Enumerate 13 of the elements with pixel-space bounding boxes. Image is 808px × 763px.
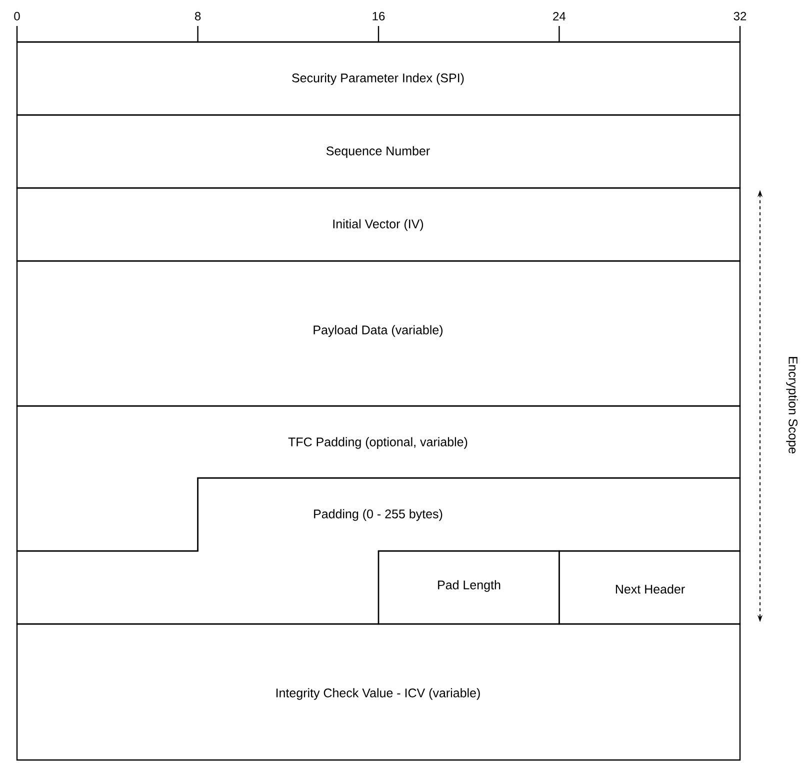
field-box: Next Header: [558, 550, 741, 625]
field-box: Initial Vector (IV): [16, 187, 741, 262]
tick-label: 16: [372, 12, 385, 20]
field-box: Integrity Check Value - ICV (variable): [16, 623, 741, 761]
field-box: Security Parameter Index (SPI): [16, 41, 741, 116]
field-box: Sequence Number: [16, 114, 741, 189]
tick-label: 0: [14, 12, 20, 20]
tick-label: 32: [734, 12, 746, 20]
scope-label: Encryption Scope: [786, 357, 798, 454]
tick-label: 8: [194, 12, 201, 20]
tick-label: 24: [553, 12, 566, 20]
field-box: Payload Data (variable): [16, 260, 741, 407]
field-box: Pad Length: [378, 550, 560, 625]
